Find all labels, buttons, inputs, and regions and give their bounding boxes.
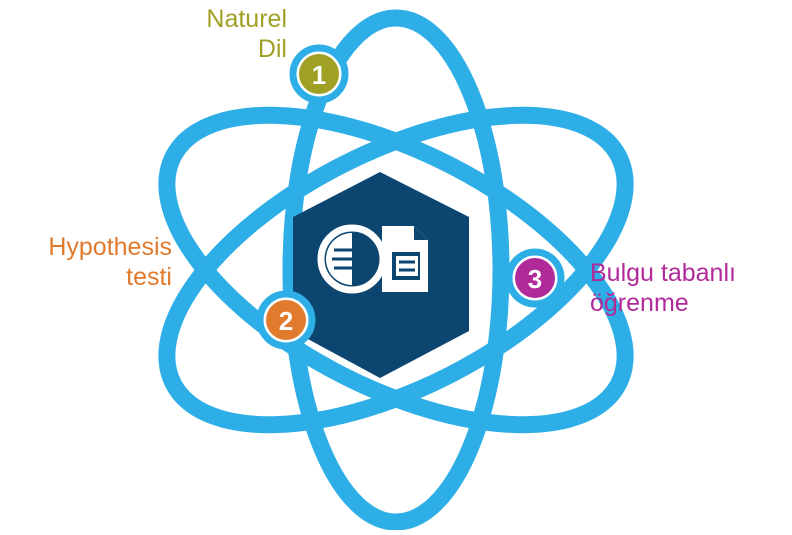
label-line: Bulgu tabanlı	[590, 259, 736, 287]
document-copy-icon	[317, 224, 428, 294]
label-line: Naturel	[206, 5, 287, 33]
badge-2: 2	[256, 290, 316, 350]
label-bulgu-tabanli-ogrenme: Bulgu tabanlı öğrenme	[590, 258, 736, 318]
badge-number: 3	[528, 264, 542, 294]
orbit-diagonal-a	[158, 106, 634, 434]
label-line: öğrenme	[590, 289, 689, 317]
badge-1: 1	[289, 44, 349, 104]
label-hypothesis-testi: Hypothesis testi	[10, 232, 172, 292]
orbit-vertical	[282, 9, 510, 531]
orbit-diagonal-b	[158, 106, 634, 434]
badge-3: 3	[505, 248, 565, 308]
label-line: Hypothesis	[48, 233, 172, 261]
label-naturel-dil: Naturel Dil	[150, 4, 287, 64]
orbits	[158, 9, 634, 531]
badge-number: 2	[279, 306, 293, 336]
label-line: Dil	[257, 35, 287, 63]
label-line: testi	[126, 263, 172, 291]
badge-number: 1	[312, 60, 326, 90]
